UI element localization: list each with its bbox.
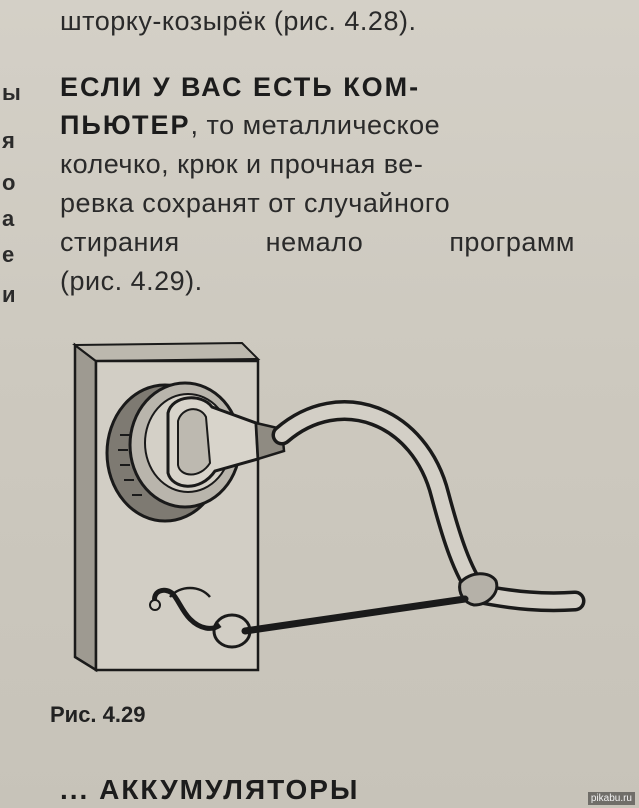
left-margin-column: ы я о а е и [0,70,22,370]
paragraph-lead-line-1: ЕСЛИ У ВАС ЕСТЬ КОМ- [60,72,421,102]
paragraph-lead-word: ПЬЮТЕР [60,110,191,140]
margin-char: а [2,206,15,231]
watermark: pikabu.ru [587,792,635,805]
previous-paragraph-fragment: шторку-козырёк (рис. 4.28). [60,6,417,36]
margin-char: и [2,282,16,307]
rope [241,595,469,635]
paragraph-word: немало [265,227,364,257]
ring-and-hook [149,586,252,649]
paragraph-line-5: стирания немало программ [60,227,575,258]
paragraph-line-3: колечко, крюк и прочная ве- [60,149,424,179]
plug [166,396,286,488]
section-heading-partial: ... АККУМУЛЯТОРЫ [60,774,360,805]
margin-char: е [2,242,15,267]
margin-char: о [2,170,16,195]
paragraph-line-4: ревка сохранят от случайного [60,188,451,218]
figure-illustration [72,341,586,673]
cable [271,400,586,613]
margin-char: ы [2,80,21,105]
figure-caption: Рис. 4.29 [50,702,146,727]
paragraph-line-2-rest: , то металлическое [190,110,441,140]
paragraph-word: программ [449,227,575,257]
paragraph-line-6: (рис. 4.29). [60,266,203,296]
paragraph-word: стирания [60,227,180,257]
paragraph-line-2: ПЬЮТЕР, то металлическое [60,110,440,141]
margin-char: я [2,128,15,153]
